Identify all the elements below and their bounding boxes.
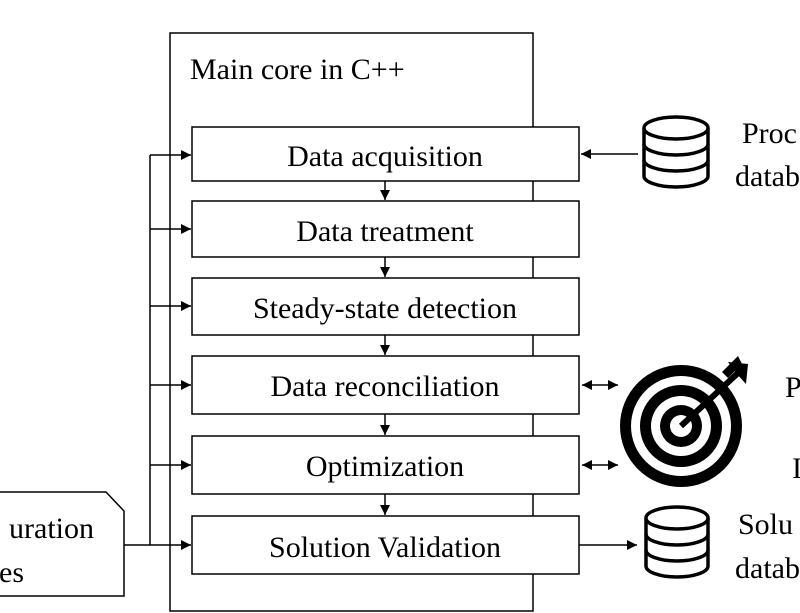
process-database-label-line1: Proc: [742, 117, 797, 150]
step-label: Data acquisition: [287, 140, 483, 173]
step-data-reconciliation: Data reconciliation: [191, 355, 580, 415]
main-core-box: Main core in C++: [169, 32, 534, 612]
solution-database-label-line1: Solu: [738, 508, 793, 541]
config-bus: [124, 150, 191, 550]
process-database: Proc datab: [581, 115, 800, 193]
step-data-acquisition: Data acquisition: [191, 126, 580, 182]
step-label: Data treatment: [296, 215, 474, 248]
target-label-line1: P: [785, 371, 800, 404]
database-icon: [644, 505, 710, 579]
step-label: Optimization: [306, 450, 464, 483]
target-label-line2: I: [792, 452, 800, 485]
step-data-treatment: Data treatment: [191, 200, 580, 258]
config-files-document: uration es: [0, 491, 125, 597]
solution-database: Solu datab: [579, 505, 800, 585]
config-files-label-line2: es: [0, 556, 24, 589]
step-label: Steady-state detection: [253, 292, 517, 325]
step-optimization: Optimization: [191, 435, 580, 495]
solution-database-label-line2: datab: [735, 552, 800, 585]
step-label: Solution Validation: [269, 531, 501, 564]
target-group: P I: [582, 356, 800, 487]
step-steady-state-detection: Steady-state detection: [191, 277, 580, 336]
target-icon: [620, 356, 748, 487]
process-database-label-line2: datab: [735, 160, 800, 193]
step-label: Data reconciliation: [270, 370, 499, 403]
step-solution-validation: Solution Validation: [191, 515, 580, 575]
main-core-title: Main core in C++: [190, 53, 405, 86]
database-icon: [642, 115, 710, 189]
config-files-label-line1: uration: [9, 512, 94, 545]
